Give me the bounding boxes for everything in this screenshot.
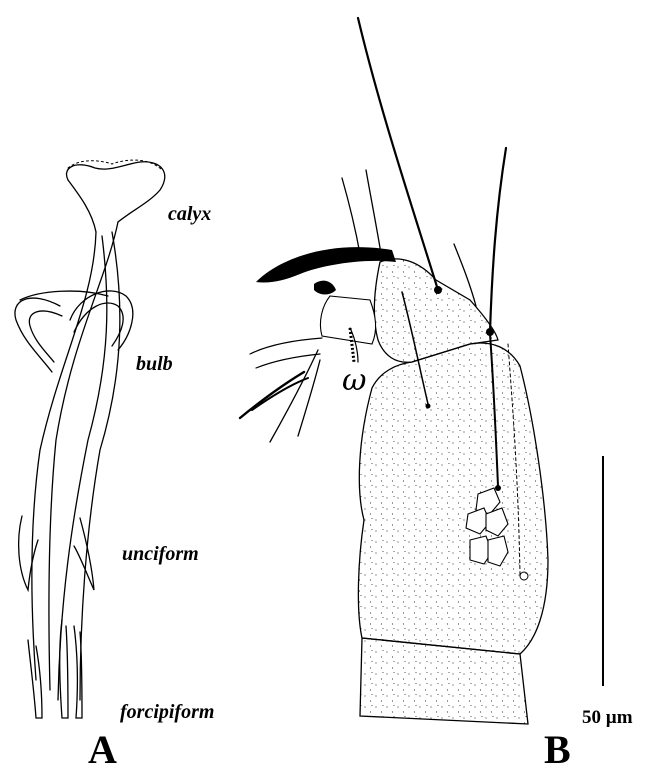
claw (256, 247, 396, 282)
seta-short-1 (250, 338, 322, 354)
calyx-shape (67, 162, 165, 222)
label-calyx: calyx (168, 204, 211, 224)
socket-3 (495, 485, 501, 491)
label-forcipiform: forcipiform (120, 702, 214, 722)
spermatheca-drawing (15, 160, 165, 718)
seta-short-6 (298, 360, 320, 436)
tarsal-tip (320, 296, 375, 344)
forcipiform-tip-1 (28, 640, 42, 718)
label-omega: ω (342, 366, 366, 396)
label-unciform: unciform (122, 544, 199, 564)
socket-1 (434, 286, 442, 294)
seta-short-3 (240, 372, 304, 418)
calyx-inner (68, 180, 96, 232)
panel-letter-a: A (88, 730, 117, 768)
forcipiform-tip-2 (60, 620, 68, 718)
appendage-drawing (240, 18, 548, 724)
bulb-loop-left-inner (29, 311, 62, 362)
main-segment (358, 343, 548, 654)
seta-4 (366, 170, 382, 260)
socket-4 (426, 404, 431, 409)
panel-letter-b: B (544, 730, 571, 768)
seta-long-2 (490, 148, 506, 332)
claw-base (314, 281, 336, 295)
socket-2 (486, 328, 494, 336)
seta-short-4 (252, 378, 308, 410)
unciform-spine-left (19, 516, 38, 590)
scale-bar-label: 50 µm (582, 708, 633, 727)
label-bulb: bulb (136, 354, 173, 374)
seta-3 (342, 178, 360, 254)
seta-short-5 (270, 350, 318, 442)
duct-4 (80, 232, 120, 700)
